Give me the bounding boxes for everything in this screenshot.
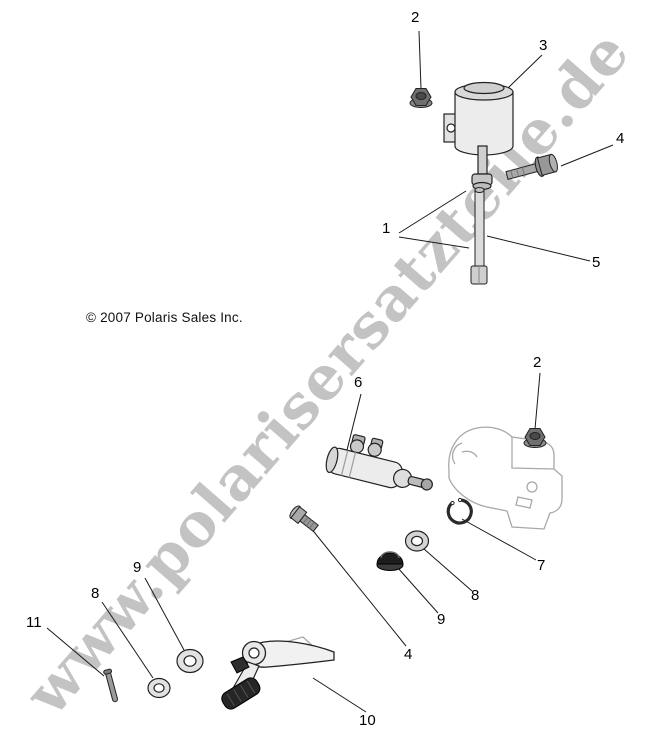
- callout-7: 7: [537, 557, 546, 574]
- washer-right: [404, 530, 430, 552]
- retaining-ring: [446, 497, 473, 525]
- callout-9-left: 9: [133, 559, 142, 576]
- flange-nut-top: [409, 88, 433, 108]
- callout-2-bottom: 2: [533, 354, 542, 371]
- pushrod: [470, 187, 488, 285]
- callout-8-right: 8: [471, 587, 480, 604]
- callout-5: 5: [592, 254, 601, 271]
- callout-4-bottom: 4: [404, 646, 413, 663]
- callout-9-right: 9: [437, 611, 446, 628]
- washer-left-large: [176, 648, 204, 674]
- callout-3: 3: [539, 37, 548, 54]
- leader-lines: [46, 30, 614, 713]
- callout-6: 6: [354, 374, 363, 391]
- callout-11: 11: [26, 614, 42, 631]
- reservoir: [443, 81, 514, 191]
- callout-10: 10: [359, 712, 376, 729]
- pivot-screw: [289, 505, 319, 533]
- washer-left-small: [147, 677, 171, 699]
- flange-bolt: [505, 153, 558, 180]
- callout-1: 1: [382, 220, 391, 237]
- callout-2-top: 2: [411, 9, 420, 26]
- master-cylinder: [325, 434, 433, 491]
- callout-8-left: 8: [91, 585, 100, 602]
- copyright-text: © 2007 Polaris Sales Inc.: [86, 310, 243, 325]
- callout-4-top: 4: [616, 130, 625, 147]
- bushing-plug: [376, 551, 404, 571]
- mounting-bracket-reference: [448, 426, 563, 530]
- brake-pedal: [221, 636, 335, 710]
- flange-nut-bottom: [523, 428, 547, 448]
- pin: [103, 668, 119, 703]
